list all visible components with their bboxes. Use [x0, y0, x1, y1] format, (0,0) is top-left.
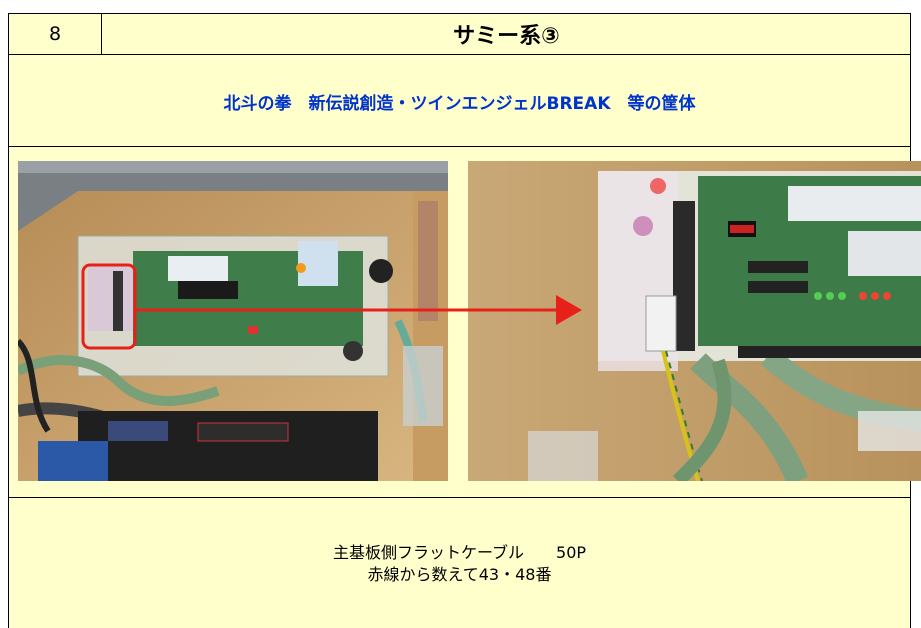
caption-area: 主基板側フラットケーブル 50P 赤線から数えて43・48番: [9, 500, 910, 628]
divider-subtitle: [8, 146, 911, 147]
slide-title: サミー系③: [453, 24, 560, 49]
divider-photos: [8, 497, 911, 498]
border-left: [8, 13, 9, 628]
border-top: [8, 13, 911, 14]
divider-header: [8, 54, 911, 55]
caption-cable-spec: 主基板側フラットケーブル 50P: [332, 543, 587, 562]
cabinet-board-photo: [18, 161, 448, 481]
board-closeup-photo: [468, 161, 921, 481]
cabinet-subtitle: 北斗の拳 新伝説創造・ツインエンジェルBREAK 等の筐体: [223, 93, 696, 114]
divider-number: [101, 13, 102, 54]
caption-pin-numbers: 赤線から数えて43・48番: [367, 565, 552, 584]
slide-number: 8: [48, 23, 62, 45]
